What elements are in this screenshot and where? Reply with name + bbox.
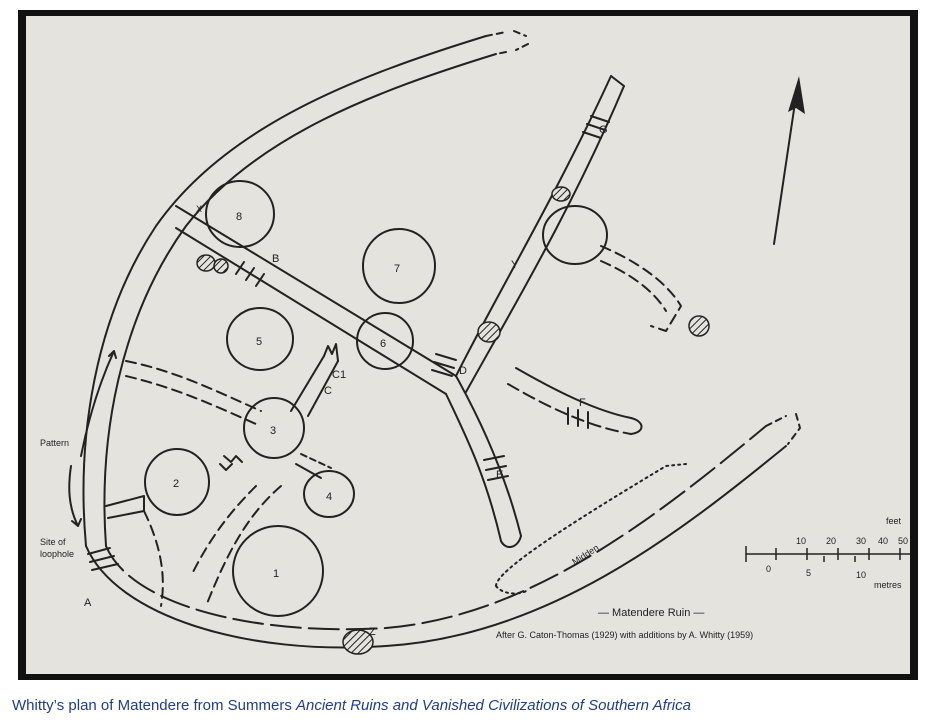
entrance-e-label: E bbox=[496, 469, 503, 481]
midden-outline-2 bbox=[495, 585, 527, 595]
entrance-g-label: G bbox=[599, 124, 608, 136]
loophole-label-line1: Site of bbox=[40, 537, 66, 547]
wall-dg-east bbox=[465, 85, 625, 393]
wall-c-2 bbox=[307, 360, 339, 417]
enclosure-4 bbox=[303, 470, 355, 518]
enclosure-6-label: 6 bbox=[380, 338, 386, 350]
south-wall-inner bbox=[105, 425, 767, 631]
entrance-f-ticks bbox=[567, 407, 589, 429]
enclosure-3-label: 3 bbox=[270, 425, 276, 437]
entrance-d-ticks bbox=[431, 353, 457, 377]
entrance-y-label: Y bbox=[511, 259, 519, 271]
enclosure-1 bbox=[232, 525, 324, 617]
enclosure-8-label: 8 bbox=[236, 211, 242, 223]
entrance-c1-label: C1 bbox=[332, 369, 346, 381]
scale-feet-label: feet bbox=[886, 516, 902, 526]
enclosure-4-label: 4 bbox=[326, 491, 332, 503]
pit-g bbox=[551, 186, 571, 202]
loophole-label-line2: loophole bbox=[40, 549, 74, 559]
pattern-arrow-up bbox=[80, 350, 117, 457]
scale-feet-tick-20: 20 bbox=[826, 536, 836, 546]
figure-caption: Whitty’s plan of Matendere from Summers … bbox=[12, 697, 932, 714]
west-stub bbox=[105, 495, 145, 519]
outer-wall-inner bbox=[103, 53, 497, 547]
enclosure-ne bbox=[542, 205, 608, 265]
entrance-c1-mark bbox=[323, 343, 339, 362]
ne-wall-dashed-2 bbox=[600, 260, 667, 312]
entrance-c-label: C bbox=[324, 385, 332, 397]
wall-de-west bbox=[445, 393, 502, 542]
wall-de-east bbox=[455, 375, 522, 537]
scale-metres-tick-10: 10 bbox=[856, 570, 866, 580]
matendere-plan: 1 2 3 4 5 6 7 8 A B C C1 D E F G X Y Z P… bbox=[40, 30, 910, 655]
plan-credit: After G. Caton-Thomas (1929) with additi… bbox=[496, 630, 753, 640]
north-arrow-head bbox=[788, 76, 805, 114]
entrance-a-label: A bbox=[84, 597, 92, 609]
wall-g-end bbox=[610, 75, 625, 87]
north-arrow-shaft bbox=[773, 95, 797, 245]
entrance-d-label: D bbox=[459, 365, 467, 377]
inner-wall-b-south bbox=[175, 227, 447, 395]
entrance-e-ticks bbox=[483, 455, 509, 481]
entrance-b-label: B bbox=[272, 253, 279, 265]
enclosure-2-label: 2 bbox=[173, 478, 179, 490]
scale-metres-tick-5: 5 bbox=[806, 568, 811, 578]
plan-title: — Matendere Ruin — bbox=[598, 607, 704, 619]
entrance-z-label: Z bbox=[369, 626, 376, 638]
outer-wall-end-dashed bbox=[485, 30, 529, 55]
caption-lead: Whitty’s plan of Matendere from Summers bbox=[12, 697, 296, 714]
pit-d bbox=[477, 321, 501, 343]
plan-paper: 1 2 3 4 5 6 7 8 A B C C1 D E F G X Y Z P… bbox=[26, 16, 910, 674]
f-wall-south bbox=[507, 383, 632, 435]
pit-z bbox=[342, 629, 374, 655]
scale-feet-tick-30: 30 bbox=[856, 536, 866, 546]
midden-outline bbox=[495, 463, 687, 587]
entrance-g-ticks bbox=[582, 115, 610, 139]
entrance-a-ticks bbox=[87, 547, 119, 571]
f-wall-end bbox=[630, 417, 643, 435]
entrance-b-ticks bbox=[235, 261, 265, 287]
wall-e-end bbox=[500, 535, 522, 548]
scale-metres-tick-0: 0 bbox=[766, 564, 771, 574]
wall-34-b bbox=[300, 453, 332, 469]
scale-feet-tick-10: 10 bbox=[796, 536, 806, 546]
scale-feet-tick-40: 40 bbox=[878, 536, 888, 546]
enclosure-7-label: 7 bbox=[394, 263, 400, 275]
midden-label: Midden bbox=[570, 542, 600, 566]
f-wall-north bbox=[515, 367, 632, 419]
pit-west-1 bbox=[196, 254, 216, 272]
enclosure-6 bbox=[356, 312, 414, 370]
wall-34-a bbox=[295, 463, 322, 479]
pattern-arrow-down bbox=[68, 465, 82, 527]
south-wall-outer bbox=[85, 445, 787, 649]
entrance-f-label: F bbox=[579, 397, 586, 409]
pit-west-2 bbox=[213, 258, 229, 274]
dashed-curve-3 bbox=[143, 510, 164, 607]
wall-c-1 bbox=[290, 355, 325, 412]
caption-book-title: Ancient Ruins and Vanished Civilizations… bbox=[296, 697, 691, 714]
photo-frame: 1 2 3 4 5 6 7 8 A B C C1 D E F G X Y Z P… bbox=[18, 10, 918, 680]
enclosure-7 bbox=[362, 228, 436, 304]
pattern-zigzag bbox=[219, 455, 243, 471]
enclosure-1-label: 1 bbox=[273, 568, 279, 580]
west-dashed-2 bbox=[125, 375, 257, 425]
entrance-x-label: X bbox=[196, 204, 202, 214]
ne-wall-dashed bbox=[600, 245, 682, 332]
scale-bar-ticks bbox=[745, 546, 901, 562]
scale-feet-tick-50: 50 bbox=[898, 536, 908, 546]
pit-east bbox=[688, 315, 710, 337]
dashed-curve-2 bbox=[190, 485, 257, 577]
enclosure-2 bbox=[144, 448, 210, 516]
scale-metres-label: metres bbox=[874, 580, 902, 590]
pattern-label: Pattern bbox=[40, 438, 69, 448]
wall-dg-west bbox=[455, 75, 612, 377]
enclosure-3 bbox=[243, 397, 305, 459]
enclosure-5 bbox=[226, 307, 294, 371]
enclosure-5-label: 5 bbox=[256, 336, 262, 348]
dashed-curve-1 bbox=[205, 485, 282, 607]
inner-wall-b-north bbox=[175, 205, 457, 377]
south-wall-end bbox=[765, 413, 801, 445]
west-dashed-1 bbox=[125, 360, 262, 412]
enclosure-8 bbox=[205, 180, 275, 248]
